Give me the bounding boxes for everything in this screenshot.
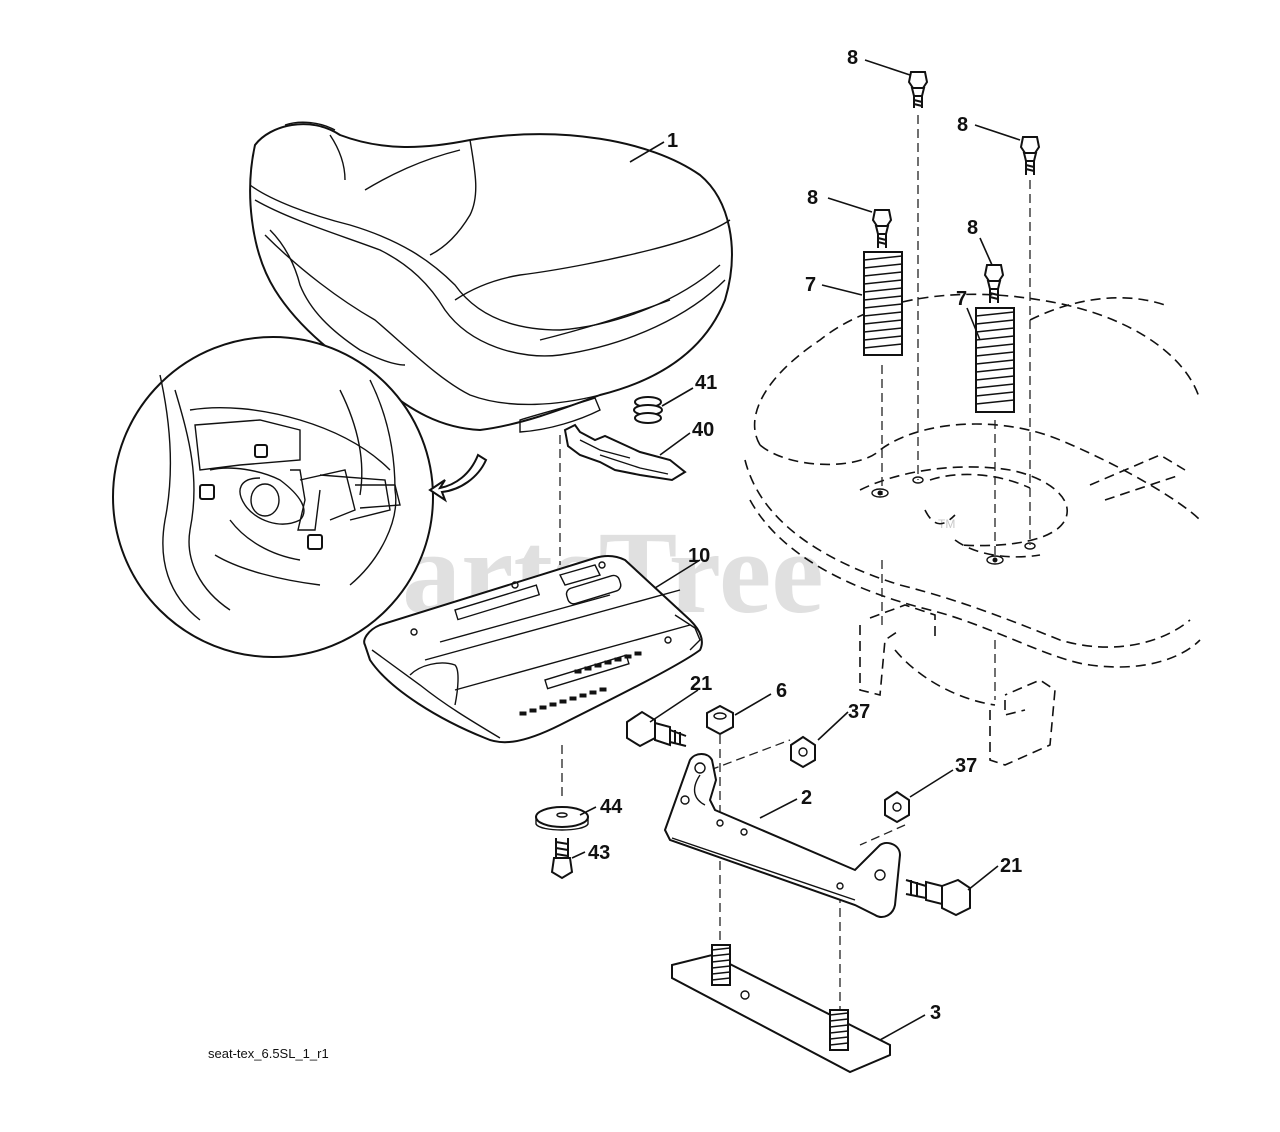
watermark-trademark: TM [938, 517, 955, 531]
callout-43: 43 [588, 842, 610, 864]
deck-mount-holes [871, 476, 1036, 565]
callout-6: 6 [776, 680, 787, 702]
callout-37-b: 37 [955, 755, 977, 777]
callout-labels: 1 8 8 8 8 7 7 41 40 10 21 6 37 37 2 44 4… [588, 47, 1022, 1024]
spring-part-41 [633, 396, 663, 424]
callout-41: 41 [695, 372, 717, 394]
nut-part-37-b [884, 790, 910, 824]
callout-1: 1 [667, 130, 678, 152]
seat-pan-part-10 [363, 554, 703, 744]
bolt-part-8-a [907, 71, 929, 108]
assembly-guide-lines [559, 115, 1031, 1010]
latch-detail-inset [112, 336, 488, 658]
callout-44: 44 [600, 796, 623, 818]
bolt-part-8-b [1019, 136, 1041, 175]
bolt-part-8-c [871, 209, 893, 248]
shoulder-bolt-part-21-a [626, 710, 687, 748]
callout-2: 2 [801, 787, 812, 809]
diagram-filename: seat-tex_6.5SL_1_r1 [208, 1046, 329, 1061]
mounting-bracket-part-2 [663, 753, 902, 918]
washer-part-44 [535, 806, 589, 831]
adjustment-slots [519, 651, 642, 716]
spring-part-7-b [975, 307, 1015, 413]
callout-7-b: 7 [956, 288, 967, 310]
callout-8-b: 8 [957, 114, 968, 136]
seat-part-1 [249, 121, 733, 433]
spring-part-7-a [863, 251, 903, 356]
nut-part-37-a [790, 735, 816, 769]
callout-3: 3 [930, 1002, 941, 1024]
nut-part-6 [706, 704, 734, 736]
callout-8-c: 8 [807, 187, 818, 209]
base-plate-part-3 [671, 944, 891, 1074]
bolt-part-8-d [983, 264, 1005, 303]
bolt-part-43 [550, 838, 574, 880]
callout-7-a: 7 [805, 274, 816, 296]
callout-21-a: 21 [690, 673, 712, 695]
callout-37-a: 37 [848, 701, 870, 723]
callout-8-a: 8 [847, 47, 858, 69]
latch-bracket-part-40 [563, 423, 687, 482]
callout-8-d: 8 [967, 217, 978, 239]
callout-40: 40 [692, 419, 714, 441]
callout-10: 10 [688, 545, 710, 567]
shoulder-bolt-part-21-b [905, 878, 971, 917]
mower-frame-outline [744, 293, 1201, 766]
callout-leaders [571, 59, 1021, 1041]
callout-21-b: 21 [1000, 855, 1022, 877]
